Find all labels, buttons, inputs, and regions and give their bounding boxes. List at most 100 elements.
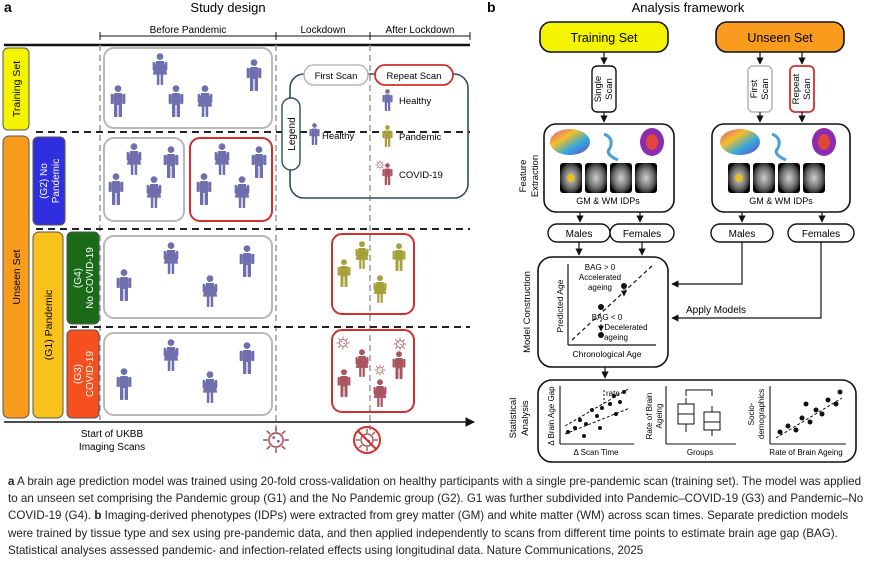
legend-virus-icon bbox=[375, 160, 385, 170]
model-construction-label: Model Construction bbox=[522, 271, 533, 353]
delta-bag-label: Δ Brain Age Gap bbox=[547, 386, 556, 446]
legend-healthy: Healthy bbox=[399, 96, 431, 107]
label-g2-line1: (G2) No bbox=[39, 163, 50, 199]
figure-svg: a Study design Before Pandemic Lockdown … bbox=[2, 0, 857, 463]
g3-people-repeat-scan bbox=[337, 349, 406, 407]
socio-line1: Socio- bbox=[747, 402, 756, 425]
g4-people-repeat-scan bbox=[337, 241, 406, 303]
bag-negative-label: BAG < 0 bbox=[592, 313, 623, 322]
rate-brain-x-label: Rate of Brain Ageing bbox=[769, 448, 842, 457]
start-ukbb-line2: Imaging Scans bbox=[79, 442, 145, 453]
white-matter-tract-icon bbox=[771, 132, 787, 162]
unseen-set-label: Unseen Set bbox=[747, 31, 813, 45]
rate-brain-line1: Rate of Brain bbox=[645, 393, 654, 440]
caption-a-text: A brain age prediction model was trained… bbox=[8, 475, 864, 523]
phase-lockdown: Lockdown bbox=[300, 25, 345, 36]
identity-line bbox=[571, 263, 655, 341]
decelerated-line1: Decelerated bbox=[604, 323, 647, 332]
legend-covid-person-icon bbox=[382, 163, 393, 185]
accelerated-line2: ageing bbox=[588, 283, 612, 292]
males-label-unseen: Males bbox=[729, 229, 756, 240]
label-g4-line2: No COVID-19 bbox=[85, 247, 96, 309]
g2-people-repeat-scan bbox=[196, 143, 267, 208]
sex-to-model-arrows bbox=[575, 242, 822, 322]
groups-label: Groups bbox=[687, 448, 713, 457]
label-g3-line2: COVID-19 bbox=[85, 351, 96, 398]
bag-positive-label: BAG > 0 bbox=[585, 263, 616, 272]
socio-line2: demographics bbox=[757, 389, 766, 439]
label-g1: (G1) Pandemic bbox=[43, 290, 55, 361]
statistical-analysis-box: Δ Brain Age Gap Δ Scan Time rate Rate of… bbox=[537, 379, 857, 463]
legend: Legend First Scan Repeat Scan Healthy He… bbox=[281, 64, 469, 199]
single-scan-line1: Single bbox=[593, 76, 604, 102]
figure-caption: a A brain age prediction model was train… bbox=[8, 473, 864, 559]
females-label-training: Females bbox=[623, 229, 661, 240]
brain-surface-icon bbox=[550, 129, 590, 155]
panel-a-letter: a bbox=[4, 0, 12, 15]
legend-covid: COVID-19 bbox=[399, 170, 443, 181]
label-g4-line1: (G4) bbox=[73, 268, 84, 288]
scatter-points-1 bbox=[566, 390, 626, 438]
feature-box-training: GM & WM IDPs bbox=[543, 123, 675, 213]
caption-b-text: Imaging-derived phenotypes (IDPs) were e… bbox=[8, 509, 849, 557]
repeat-scan-line1: Repeat bbox=[791, 73, 802, 104]
decelerated-point bbox=[598, 332, 604, 338]
phase-dividers bbox=[99, 45, 371, 430]
panel-b-letter: b bbox=[487, 0, 496, 15]
males-label-training: Males bbox=[566, 229, 593, 240]
white-matter-tract-icon bbox=[603, 132, 619, 162]
boxplots bbox=[677, 398, 721, 436]
females-label-unseen: Females bbox=[802, 229, 840, 240]
legend-title: Legend bbox=[287, 117, 298, 150]
start-ukbb-line1: Start of UKBB bbox=[81, 429, 144, 440]
feature-extraction-line1: Feature bbox=[518, 160, 529, 193]
idps-label-training: GM & WM IDPs bbox=[576, 196, 640, 206]
training-set-label: Training Set bbox=[571, 31, 638, 45]
pandemic-virus-icon bbox=[262, 426, 290, 454]
legend-repeat-scan: Repeat Scan bbox=[387, 71, 442, 82]
phase-header: Before Pandemic Lockdown After Lockdown bbox=[99, 25, 471, 40]
unseen-set-box bbox=[715, 21, 845, 53]
legend-pandemic: Pandemic bbox=[399, 132, 441, 143]
panel-b-title: Analysis framework bbox=[632, 0, 745, 15]
first-scan-line2: Scan bbox=[760, 78, 771, 100]
label-g2-line2: Pandemic bbox=[51, 159, 62, 203]
caption-a-label: a bbox=[8, 475, 15, 488]
legend-first-scan: First Scan bbox=[315, 71, 358, 82]
accelerated-point bbox=[621, 283, 627, 289]
feature-to-sex-arrows bbox=[576, 212, 826, 223]
g4-people-first-scan bbox=[116, 242, 255, 307]
label-g3-line1: (G3) bbox=[73, 364, 84, 384]
statistical-line2: Analysis bbox=[520, 400, 531, 436]
row-labels: Training Set Unseen Set (G2) No Pandemic… bbox=[2, 47, 100, 419]
legend-healthy-left: Healthy bbox=[322, 131, 354, 142]
chronological-age-label: Chronological Age bbox=[573, 349, 642, 359]
caption-b-label: b bbox=[94, 509, 102, 523]
accelerated-line1: Accelerated bbox=[579, 273, 621, 282]
panel-a-title: Study design bbox=[190, 0, 265, 15]
brain-surface-icon bbox=[720, 129, 760, 155]
delta-scan-time-label: Δ Scan Time bbox=[574, 448, 619, 457]
feature-box-unseen: GM & WM IDPs bbox=[711, 123, 851, 213]
scan-to-feature-arrows bbox=[600, 112, 806, 123]
label-unseen-set: Unseen Set bbox=[11, 249, 23, 304]
g2-people-first-scan bbox=[108, 143, 179, 208]
feature-extraction-line2: Extraction bbox=[530, 155, 541, 197]
group-boxes bbox=[103, 47, 415, 416]
predicted-age-label: Predicted Age bbox=[555, 279, 565, 332]
legend-healthy-person-icon-right bbox=[382, 89, 393, 111]
label-training-set: Training Set bbox=[11, 61, 23, 117]
decelerated-line2: ageing bbox=[604, 333, 628, 342]
training-set-people bbox=[110, 53, 262, 117]
apply-models-label: Apply Models bbox=[686, 305, 746, 316]
model-construction-box: Predicted Age Chronological Age BAG > 0 … bbox=[537, 256, 669, 368]
phase-after: After Lockdown bbox=[386, 25, 455, 36]
legend-pandemic-person-icon bbox=[382, 125, 393, 147]
no-virus-icon bbox=[353, 426, 381, 454]
first-scan-line1: First bbox=[749, 79, 760, 98]
mri-slices bbox=[728, 163, 825, 193]
phase-before: Before Pandemic bbox=[150, 25, 227, 36]
g3-people-first-scan bbox=[116, 339, 255, 403]
idps-label-unseen: GM & WM IDPs bbox=[749, 196, 813, 206]
